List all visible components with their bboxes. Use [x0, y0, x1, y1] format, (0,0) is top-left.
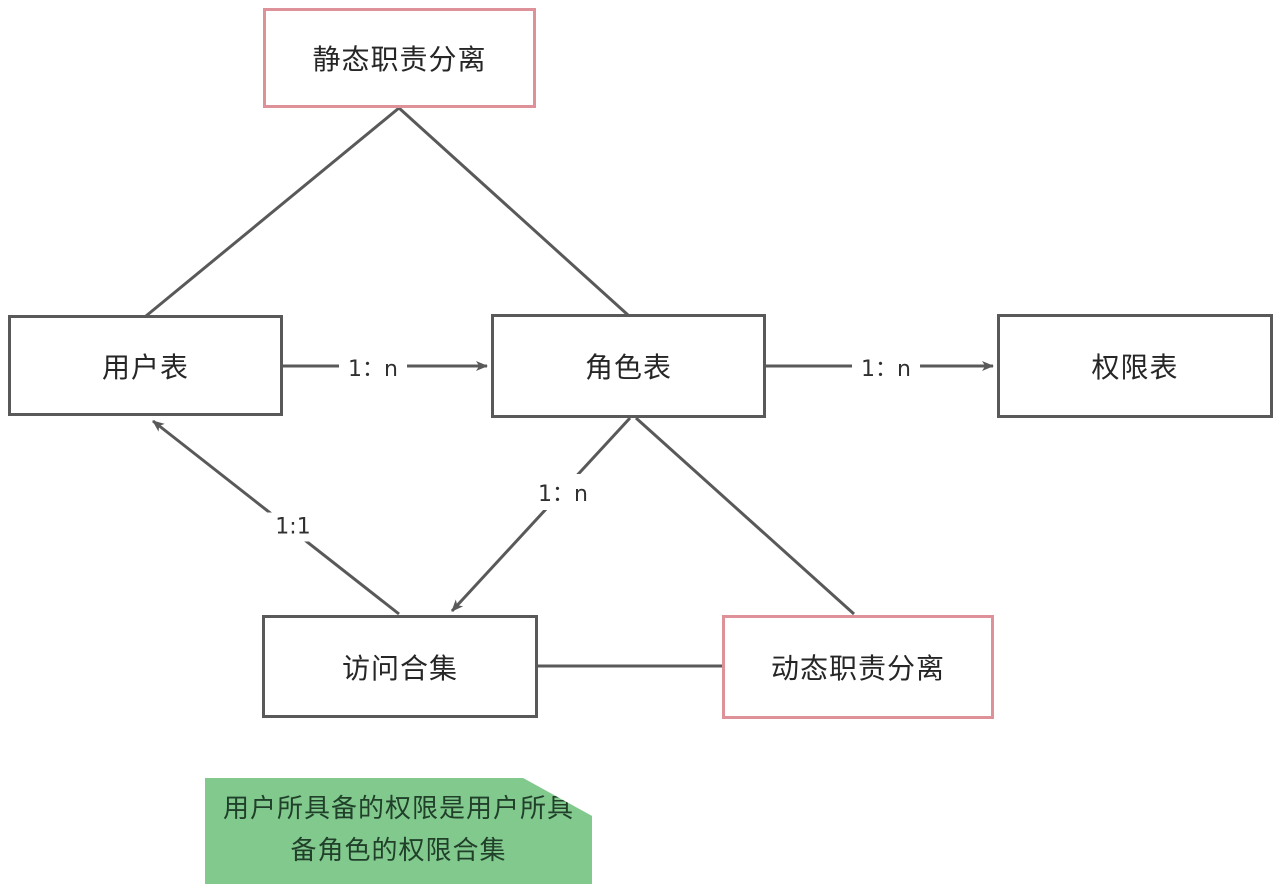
node-static-sod: 静态职责分离: [263, 8, 536, 108]
node-permission-table-label: 权限表: [1091, 351, 1179, 384]
node-user-table-label: 用户表: [101, 350, 189, 384]
edge-label-role-perm: 1：n: [852, 349, 920, 385]
node-permission-table: 权限表: [997, 314, 1273, 418]
node-static-sod-label: 静态职责分离: [312, 43, 487, 76]
node-dynamic-sod: 动态职责分离: [722, 615, 994, 719]
edge-role-dynamic: [634, 416, 856, 616]
sticky-note: 用户所具备的权限是用户所具 备角色的权限合集: [205, 778, 592, 884]
edge-static-role: [397, 106, 630, 317]
edge-label-role-access: 1：n: [529, 474, 597, 510]
node-user-table: 用户表: [8, 315, 283, 416]
edge-static-user: [145, 106, 400, 318]
note-text-line-2: 备角色的权限合集: [290, 836, 507, 866]
node-dynamic-sod-label: 动态职责分离: [770, 652, 945, 685]
edge-role-access: [450, 416, 632, 613]
node-role-table-label: 角色表: [584, 351, 672, 384]
node-role-table: 角色表: [491, 314, 766, 418]
node-access-set-label: 访问合集: [341, 651, 458, 685]
edge-label-access-user: 1:1: [266, 512, 320, 542]
edge-label-user-role: 1：n: [339, 349, 407, 385]
note-text-line-1: 用户所具备的权限是用户所具: [222, 794, 574, 825]
node-access-set: 访问合集: [262, 615, 538, 718]
